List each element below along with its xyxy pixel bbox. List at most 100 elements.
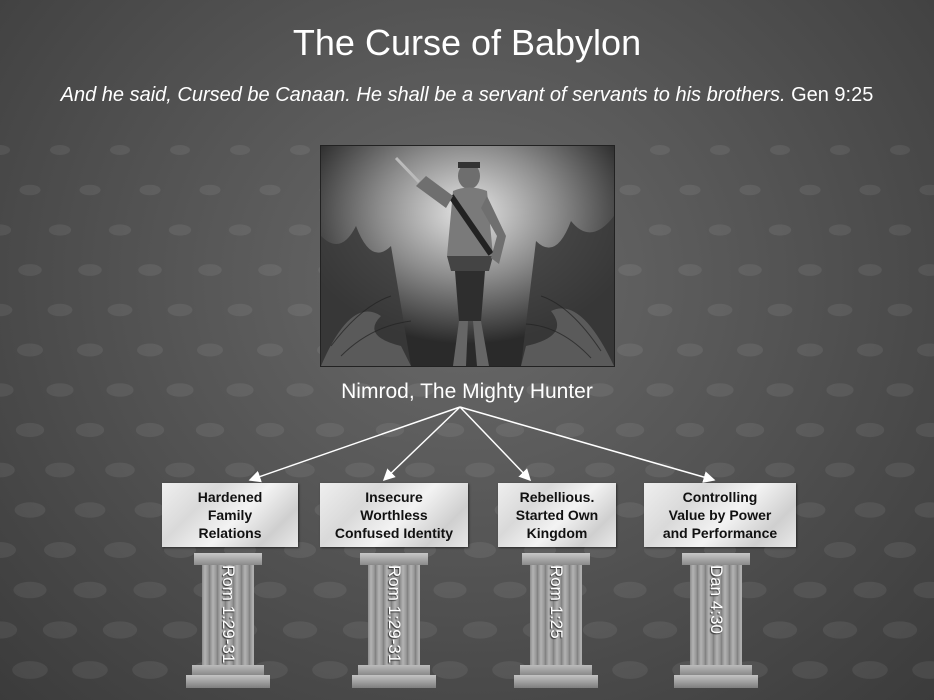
background-dot xyxy=(582,621,618,639)
background-dot xyxy=(830,145,850,155)
background-dot xyxy=(46,383,74,397)
background-dot xyxy=(162,621,198,639)
background-dot xyxy=(168,224,192,236)
background-dot xyxy=(227,303,253,317)
background-dot xyxy=(678,264,702,276)
background-dot xyxy=(767,303,793,317)
background-dot xyxy=(858,264,882,276)
background-dot xyxy=(614,502,646,518)
image-caption: Nimrod, The Mighty Hunter xyxy=(341,380,593,403)
background-dot xyxy=(859,184,881,196)
background-dot xyxy=(432,661,468,679)
background-dot xyxy=(707,303,733,317)
background-dot xyxy=(825,462,855,478)
background-dot xyxy=(133,581,167,599)
background-dot xyxy=(710,145,730,155)
background-dot xyxy=(675,422,705,438)
background-dot xyxy=(647,303,673,317)
background-dot xyxy=(857,343,883,357)
background-dot xyxy=(47,303,73,317)
background-dot xyxy=(919,184,934,196)
background-dot xyxy=(405,462,435,478)
pillar-reference: Rom 1:25 xyxy=(547,565,566,639)
background-dot xyxy=(313,581,347,599)
background-dot xyxy=(794,502,826,518)
trait-line: Hardened xyxy=(197,489,263,505)
background-dot xyxy=(282,621,318,639)
background-dot xyxy=(285,462,315,478)
background-dot xyxy=(799,184,821,196)
background-dot xyxy=(44,542,76,558)
background-dot xyxy=(198,264,222,276)
trait-line: Confused Identity xyxy=(334,525,454,541)
trait-line: Worthless xyxy=(360,507,428,523)
background-dot xyxy=(462,621,498,639)
background-dot xyxy=(525,462,555,478)
background-dot xyxy=(586,383,614,397)
background-dot xyxy=(852,661,888,679)
background-dot xyxy=(228,224,252,236)
background-dot xyxy=(792,661,828,679)
background-dot xyxy=(798,264,822,276)
background-dot xyxy=(77,343,103,357)
background-dot xyxy=(290,145,310,155)
background-dot xyxy=(288,224,312,236)
background-dot xyxy=(135,422,165,438)
arrow-to-family-relations xyxy=(248,406,461,483)
background-dot xyxy=(0,462,15,478)
background-dot xyxy=(890,145,910,155)
background-dot xyxy=(253,581,287,599)
trait-line: Insecure xyxy=(365,489,423,505)
background-dot xyxy=(739,184,761,196)
background-dot xyxy=(134,502,166,518)
background-dot xyxy=(917,343,934,357)
background-dot xyxy=(15,422,45,438)
nimrod-hunter-image xyxy=(320,145,615,367)
background-dot xyxy=(793,581,827,599)
background-dot xyxy=(72,661,108,679)
pillar-3: Rom 1:25 xyxy=(514,553,598,688)
background-dot xyxy=(259,184,281,196)
background-dot xyxy=(885,462,915,478)
background-dot xyxy=(618,264,642,276)
background-dot xyxy=(108,224,132,236)
background-dot xyxy=(12,661,48,679)
background-dot xyxy=(762,621,798,639)
background-dot xyxy=(797,343,823,357)
background-dot xyxy=(104,542,136,558)
background-dot xyxy=(110,145,130,155)
background-dot xyxy=(912,661,934,679)
background-dot xyxy=(74,502,106,518)
background-dot xyxy=(824,542,856,558)
background-dot xyxy=(585,462,615,478)
background-dot xyxy=(765,462,795,478)
background-dot xyxy=(913,581,934,599)
background-dot xyxy=(738,264,762,276)
background-dot xyxy=(166,383,194,397)
background-dot xyxy=(768,224,792,236)
background-dot xyxy=(612,661,648,679)
slide-title: The Curse of Babylon xyxy=(292,22,642,63)
background-dot xyxy=(286,383,314,397)
trait-line: Value by Power xyxy=(668,507,772,523)
pillar-reference: Rom 1:29-31 xyxy=(385,565,404,664)
background-dot xyxy=(828,224,852,236)
background-dot xyxy=(138,264,162,276)
background-dot xyxy=(287,303,313,317)
background-dot xyxy=(770,145,790,155)
background-dot xyxy=(165,462,195,478)
slide-subtitle: And he said, Cursed be Canaan. He shall … xyxy=(0,84,934,107)
background-dot xyxy=(915,422,934,438)
pillar-reference: Rom 1:29-31 xyxy=(219,565,238,664)
trait-line: Relations xyxy=(198,525,262,541)
background-dot xyxy=(79,184,101,196)
background-dot xyxy=(170,145,190,155)
background-dot xyxy=(435,422,465,438)
background-dot xyxy=(106,383,134,397)
background-dot xyxy=(708,224,732,236)
